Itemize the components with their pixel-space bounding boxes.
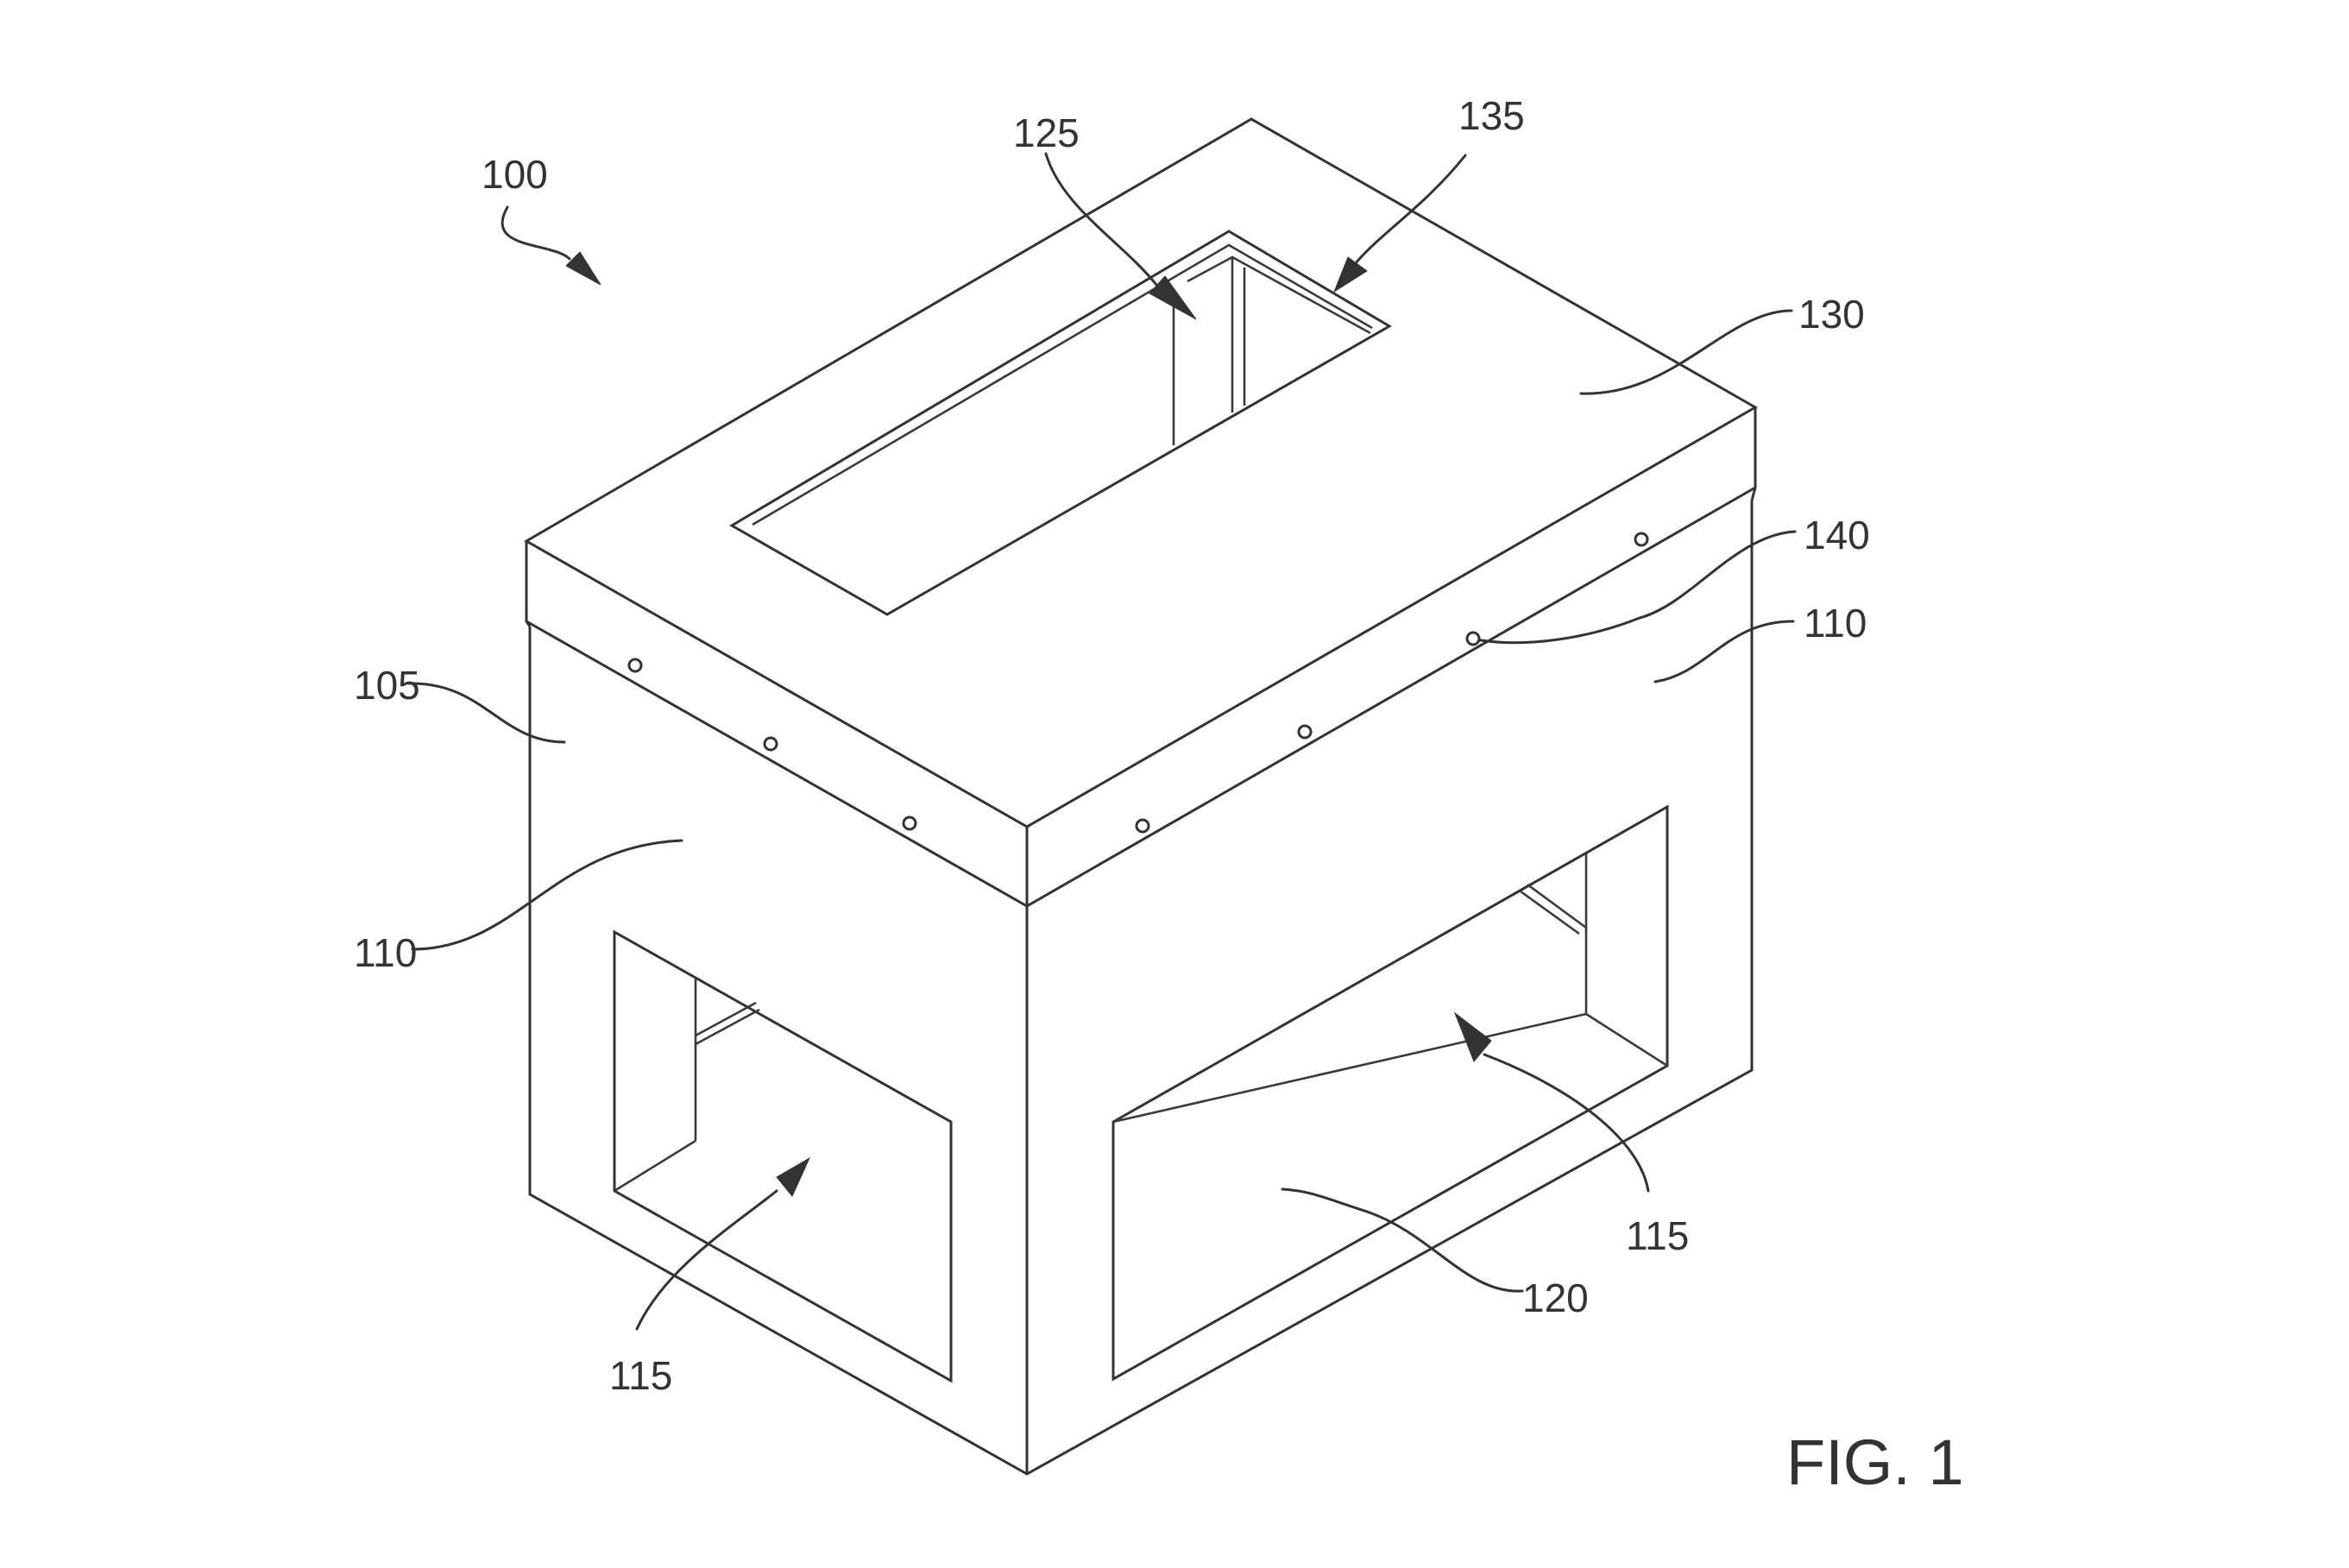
fastener-hole [763,736,778,752]
fastener-hole [627,658,643,673]
arrowhead-100 [565,251,601,286]
leader-110-left [411,839,683,951]
right-window-inner-edge2 [1520,890,1580,935]
lid-top [526,119,1755,827]
top-opening-outer [729,230,1392,616]
leaders [407,152,1797,1331]
lid-left-band [526,541,1027,906]
leader-130 [1579,309,1793,395]
leader-140 [1479,530,1797,645]
arrowhead-125 [1149,275,1197,320]
label-130: 130 [1798,292,1865,337]
label-105: 105 [354,663,420,708]
top-opening [729,230,1392,616]
leader-120 [1281,1187,1524,1293]
label-115-right: 115 [1626,1213,1689,1258]
leader-100 [501,205,571,261]
label-135: 135 [1458,93,1525,138]
lid [523,117,1759,908]
label-110-left: 110 [354,930,417,975]
lid-to-body-right [1750,487,1757,501]
right-window-inner-edge [1527,883,1587,929]
fastener-hole [1297,724,1313,740]
fastener-hole [1465,631,1481,646]
label-140: 140 [1804,513,1870,557]
box-body [528,501,1754,1476]
labels: 100 125 135 130 140 110 105 110 115 115 … [354,93,1964,1498]
leader-110-right [1653,620,1795,683]
leader-125 [1044,152,1158,287]
right-face [1027,501,1752,1474]
figure-caption: FIG. 1 [1786,1426,1964,1498]
right-window [1112,804,1669,1382]
left-window-frame [613,929,953,1383]
label-120: 120 [1522,1275,1589,1320]
left-window-inner-floor [614,1139,696,1193]
fastener-hole [902,815,917,831]
arrowhead-115-left [776,1156,811,1197]
fasteners [627,532,1649,834]
fastener-hole [1634,532,1649,547]
label-110-right: 110 [1804,601,1867,645]
arrowhead-135 [1332,256,1368,293]
left-window-inner-top [695,1008,760,1046]
label-115-left: 115 [609,1353,672,1398]
left-face [530,627,1027,1474]
lid-right-band [1027,407,1755,906]
leader-115-right [1483,1053,1650,1193]
label-100: 100 [482,152,548,197]
label-125: 125 [1013,110,1080,155]
arrowhead-115-right [1453,1011,1492,1062]
left-window [613,929,953,1383]
fastener-hole [1135,818,1150,834]
lid-to-body-left [525,620,532,627]
leader-115-left [635,1189,778,1331]
leader-105 [407,682,566,744]
left-window-inner-top2 [695,1001,757,1037]
leader-135 [1353,154,1467,266]
right-window-floor-line [1112,1012,1587,1124]
top-opening-lip [752,243,1373,526]
